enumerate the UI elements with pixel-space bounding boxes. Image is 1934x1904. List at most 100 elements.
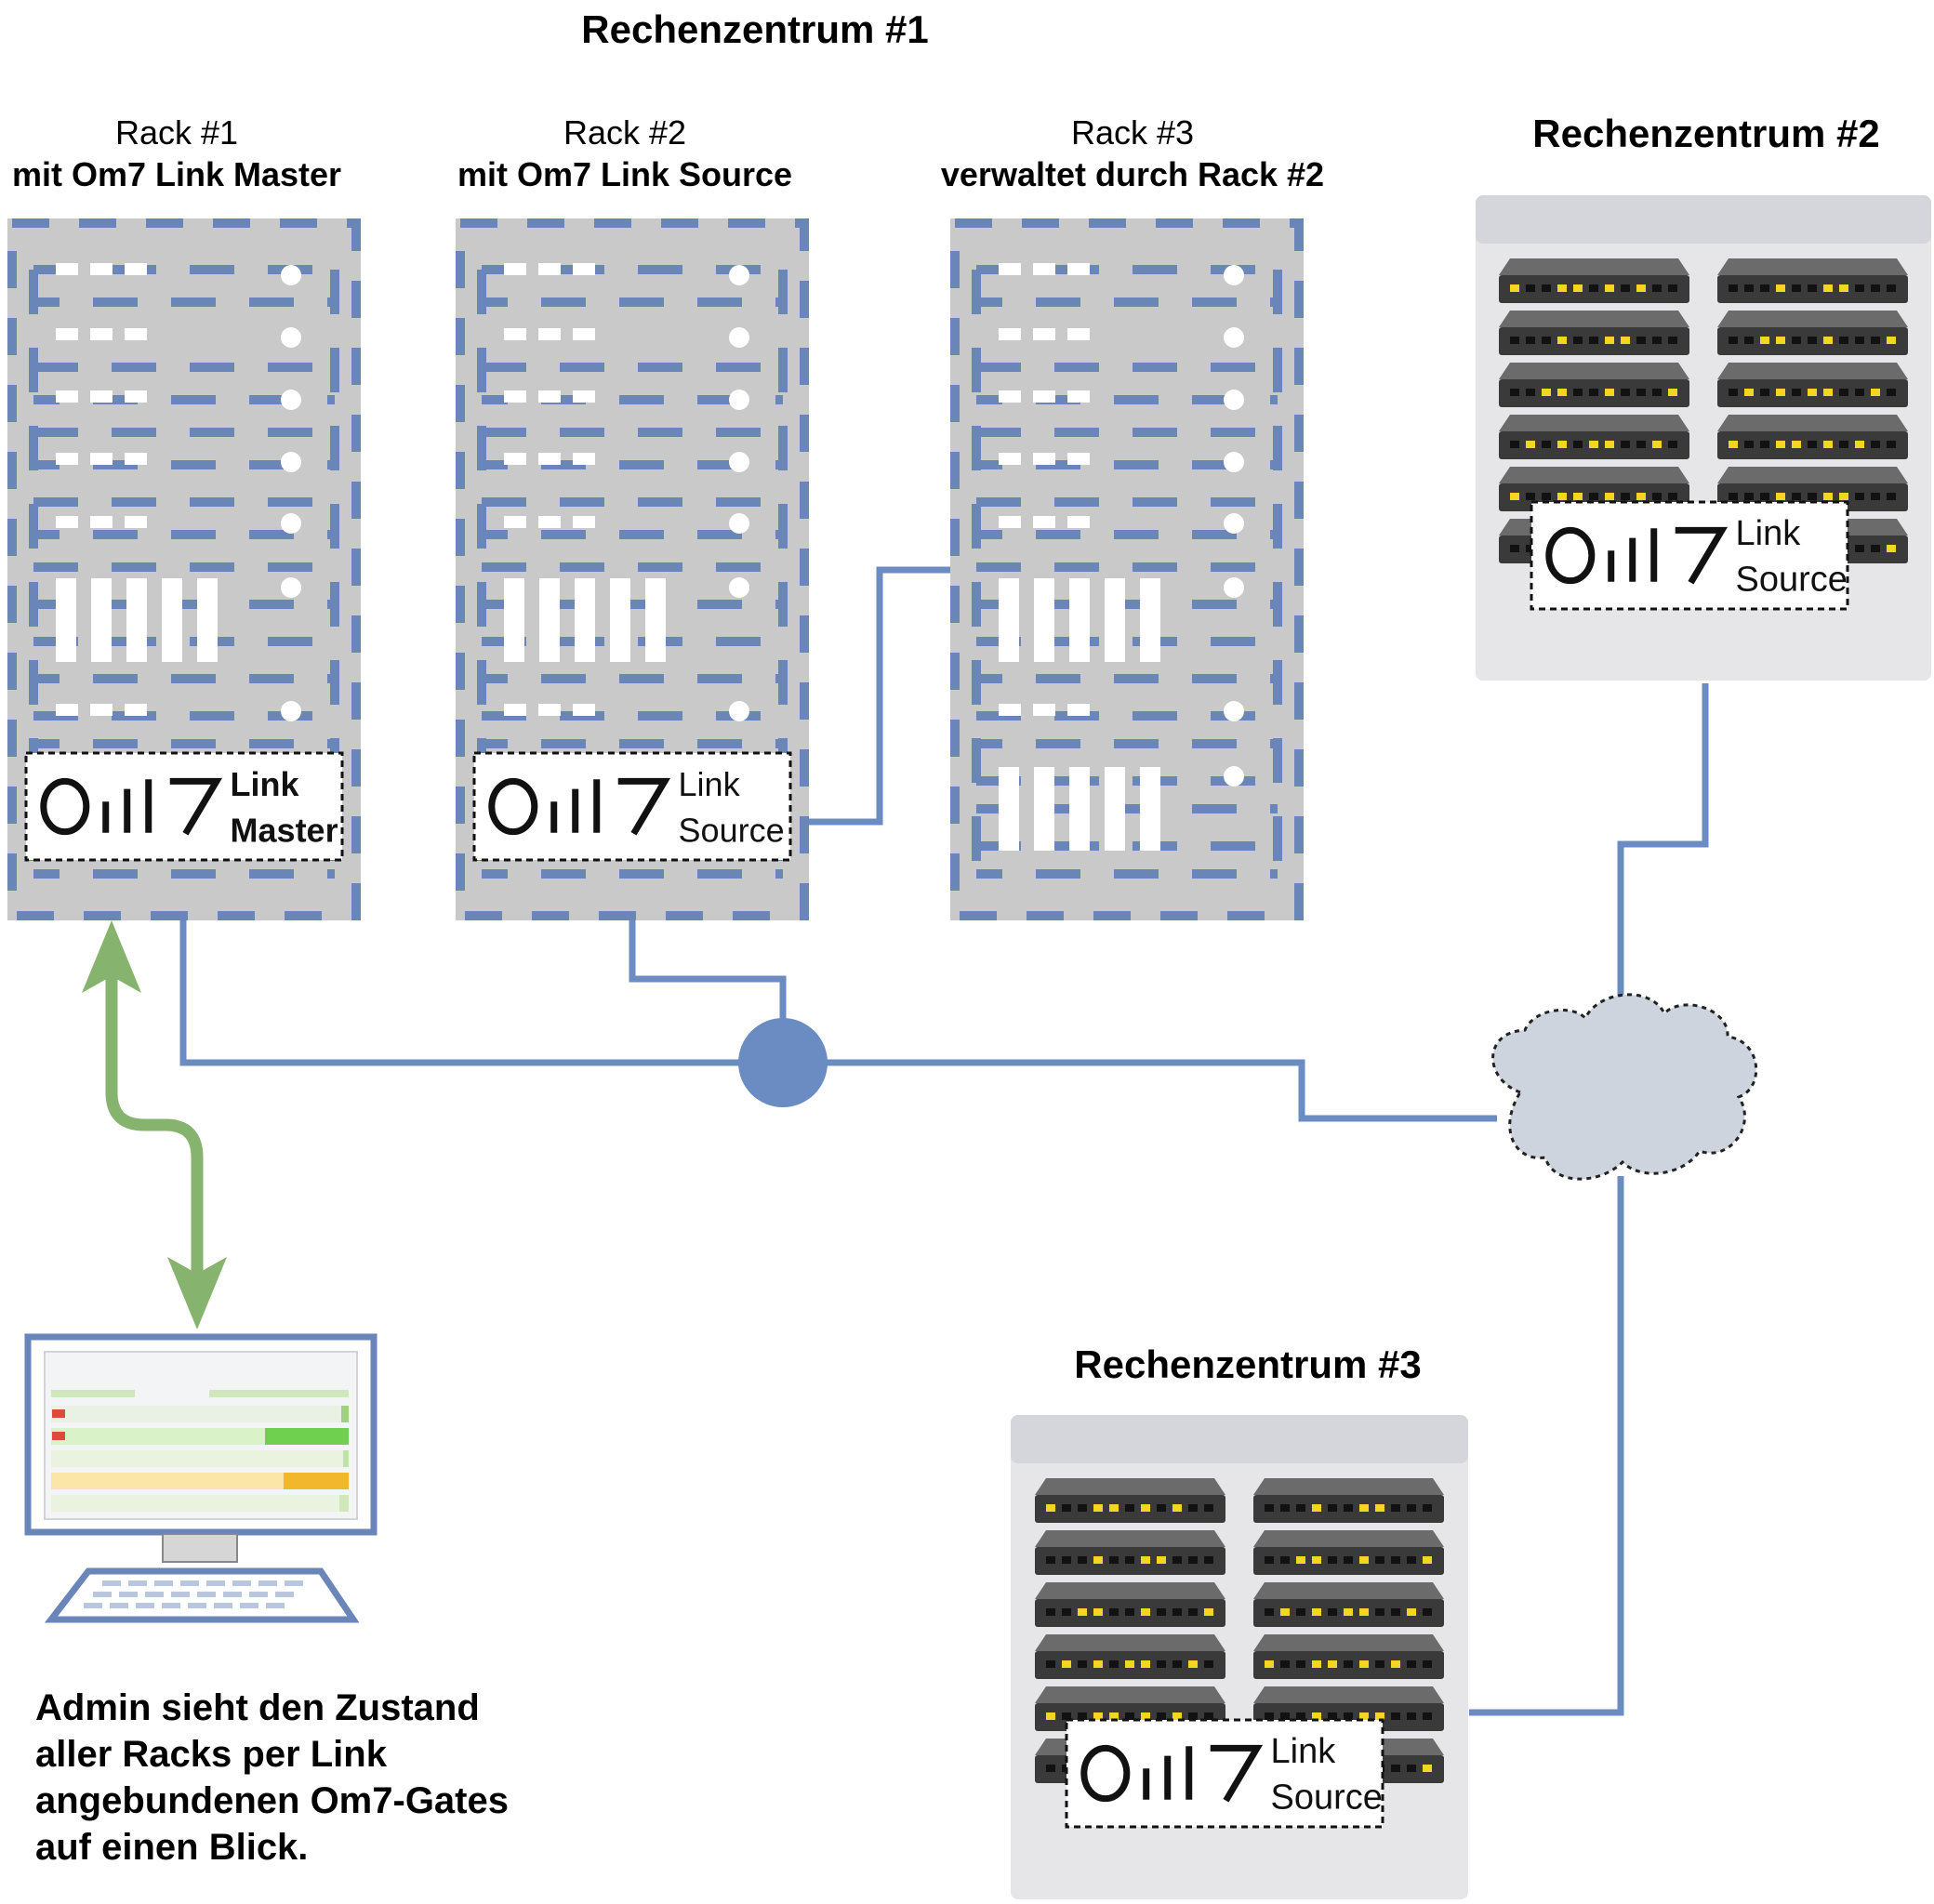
- dashboard-alert-badge: [52, 1432, 65, 1440]
- server-led: [1093, 1660, 1103, 1668]
- server-led: [1280, 1556, 1290, 1564]
- server-unit-top: [1499, 363, 1689, 379]
- server-led: [1792, 337, 1801, 344]
- rack-1-om7-badge-frame: [24, 751, 344, 862]
- server-led: [1744, 284, 1754, 292]
- server-led: [1078, 1504, 1087, 1512]
- om7-logo-seven: [169, 777, 223, 836]
- rack-status-dot: [281, 513, 301, 534]
- rack-unit-led: [504, 516, 526, 528]
- server-led: [1423, 1712, 1432, 1720]
- server-led: [1526, 389, 1535, 396]
- server-led: [1871, 493, 1880, 500]
- rack-unit-led: [1033, 263, 1055, 275]
- server-led: [1744, 441, 1754, 448]
- server-led: [1855, 337, 1864, 344]
- server-led: [1046, 1556, 1055, 1564]
- server-led: [1141, 1608, 1150, 1616]
- keyboard-key: [119, 1592, 138, 1597]
- datacenter3-title: Rechenzentrum #3: [1074, 1342, 1421, 1386]
- keyboard-key: [162, 1603, 180, 1608]
- rack-unit-led: [1067, 328, 1090, 340]
- rack-unit-led: [1067, 453, 1090, 465]
- rack-1-om7-badge-word2: Master: [231, 811, 338, 849]
- server-led: [1344, 1660, 1353, 1668]
- server-led: [1792, 389, 1801, 396]
- rack-drive-bay: [575, 578, 595, 662]
- rack-unit-led: [504, 390, 526, 403]
- server-led: [1871, 545, 1880, 552]
- rack-unit-led: [90, 516, 113, 528]
- server-led: [1407, 1608, 1416, 1616]
- server-led: [1573, 493, 1583, 500]
- server-led: [1573, 337, 1583, 344]
- server-led: [1423, 1765, 1432, 1772]
- rack-unit-led: [538, 390, 561, 403]
- server-led: [1359, 1608, 1369, 1616]
- server-unit-top: [1035, 1634, 1225, 1651]
- server-led: [1204, 1660, 1213, 1668]
- rack-status-dot: [1224, 701, 1244, 721]
- rack-2-om7-badge-word2: Source: [679, 811, 785, 849]
- server-led: [1760, 337, 1769, 344]
- server-unit-top: [1253, 1686, 1444, 1703]
- rack-unit-led: [999, 328, 1021, 340]
- server-led: [1573, 441, 1583, 448]
- rack-unit-led: [1067, 263, 1090, 275]
- rack-status-dot: [281, 452, 301, 472]
- server-led: [1391, 1660, 1400, 1668]
- server-led: [1792, 284, 1801, 292]
- server-led: [1542, 389, 1551, 396]
- rack-unit-led: [1067, 704, 1090, 716]
- datacenter2-cabinet-om7-badge-frame: [1530, 500, 1849, 611]
- server-led: [1668, 284, 1677, 292]
- server-led: [1792, 441, 1801, 448]
- server-led: [1589, 441, 1598, 448]
- network-hub-icon: [738, 1018, 828, 1107]
- rack-status-dot: [281, 577, 301, 598]
- server-led: [1557, 493, 1567, 500]
- server-led: [1141, 1712, 1150, 1720]
- server-led: [1744, 389, 1754, 396]
- server-led: [1328, 1504, 1337, 1512]
- rack-unit-led: [999, 704, 1021, 716]
- rack-unit-led: [56, 328, 78, 340]
- datacenter3-cabinet-om7-badge-word2: Source: [1271, 1778, 1383, 1817]
- server-led: [1808, 284, 1817, 292]
- server-led: [1280, 1712, 1290, 1720]
- server-led: [1046, 1765, 1055, 1772]
- server-led: [1172, 1712, 1182, 1720]
- server-led: [1062, 1608, 1071, 1616]
- om7-logo-icon: [40, 777, 223, 836]
- server-led: [1542, 337, 1551, 344]
- rack-unit-led: [573, 704, 595, 716]
- rack-3: [950, 218, 1304, 920]
- rack-unit-led: [125, 453, 147, 465]
- server-led: [1141, 1556, 1150, 1564]
- rack-unit-led: [573, 453, 595, 465]
- server-led: [1280, 1660, 1290, 1668]
- server-led: [1280, 1608, 1290, 1616]
- server-led: [1312, 1712, 1321, 1720]
- server-led: [1296, 1556, 1305, 1564]
- rack-outer-frame: [7, 218, 361, 920]
- server-led: [1157, 1712, 1166, 1720]
- keyboard-key: [171, 1592, 190, 1597]
- server-led: [1188, 1712, 1198, 1720]
- server-led: [1125, 1556, 1134, 1564]
- rack-unit-led: [573, 516, 595, 528]
- rack-unit-led: [999, 453, 1021, 465]
- server-led: [1621, 389, 1630, 396]
- rack-drive-bay: [1105, 767, 1125, 851]
- rack-status-dot: [281, 327, 301, 348]
- rack-unit-led: [90, 453, 113, 465]
- rack-unit-led: [125, 704, 147, 716]
- server-led: [1078, 1712, 1087, 1720]
- rack-unit-led: [504, 453, 526, 465]
- keyboard-key: [285, 1580, 303, 1586]
- server-led: [1589, 337, 1598, 344]
- server-led: [1510, 441, 1519, 448]
